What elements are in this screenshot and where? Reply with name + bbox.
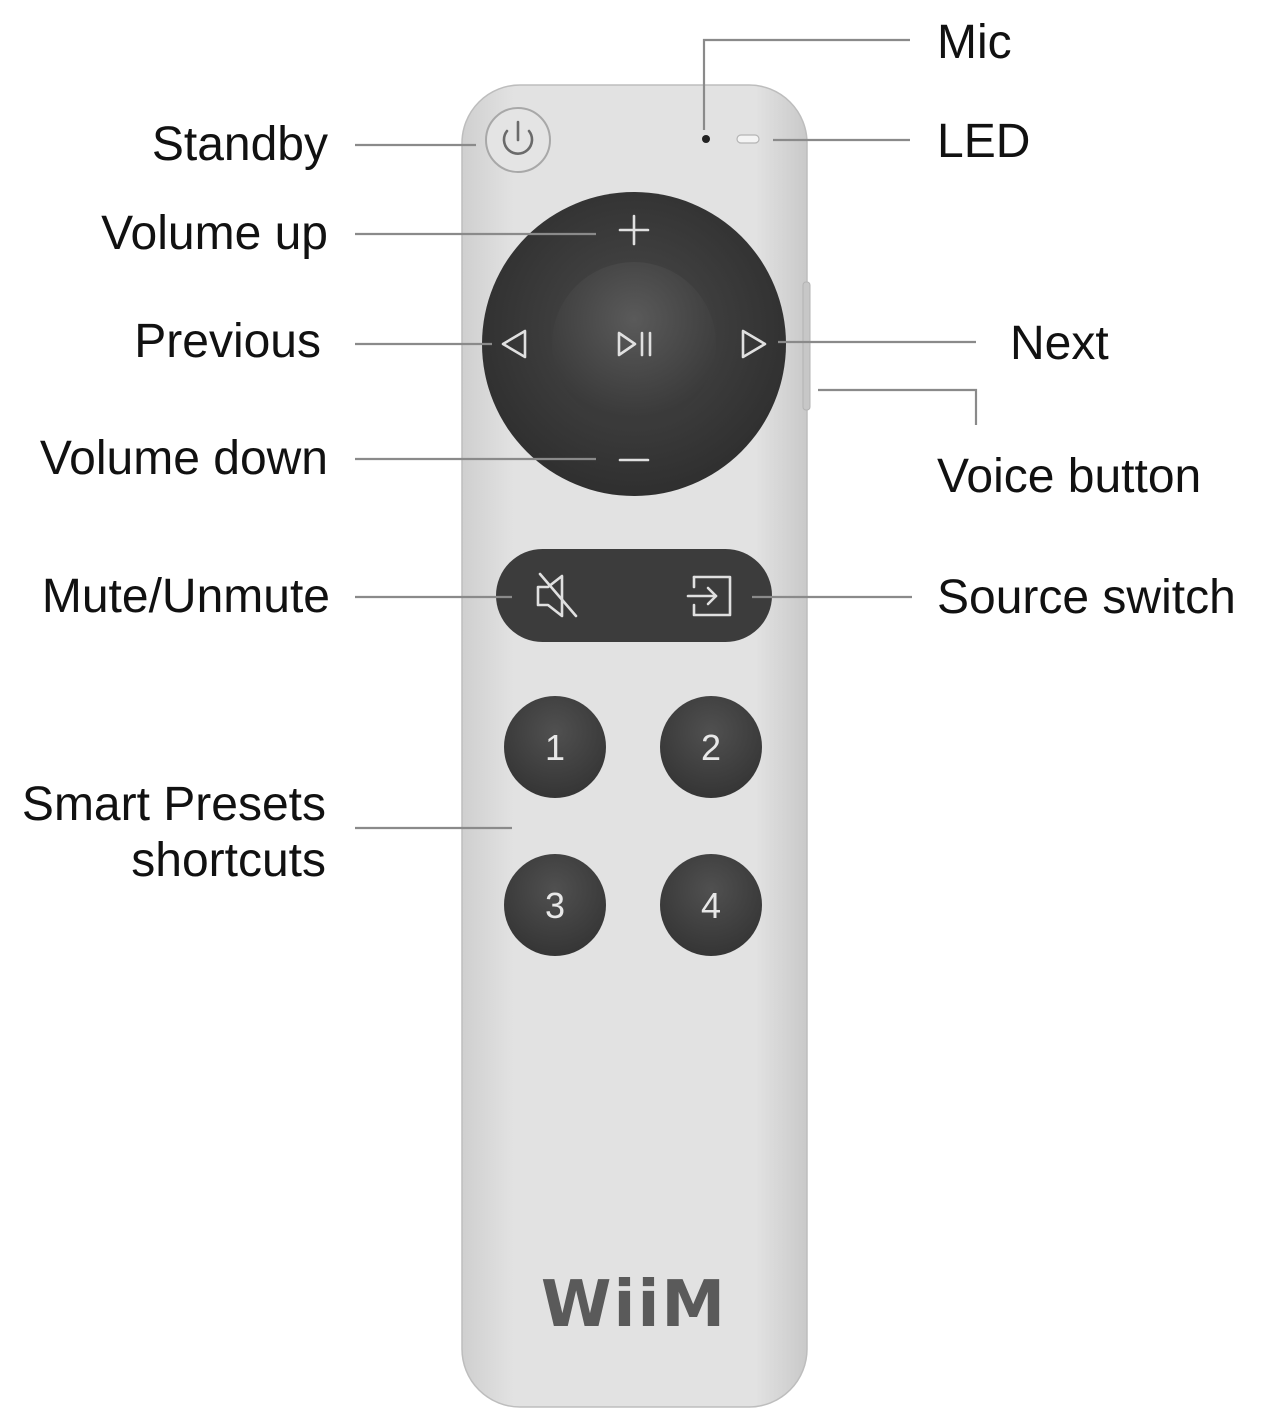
- preset-keys: 1 2 3 4: [504, 696, 762, 956]
- play-pause-icon: [617, 331, 652, 357]
- preset-label-3: 3: [545, 885, 565, 926]
- input-source-icon: [686, 575, 732, 617]
- label-volume-up: Volume up: [101, 207, 328, 260]
- play-pause-button[interactable]: [552, 262, 716, 426]
- preset-label-1: 1: [545, 727, 565, 768]
- previous-button[interactable]: [501, 329, 527, 359]
- triangle-left-icon: [501, 329, 527, 359]
- preset-label-4: 4: [701, 885, 721, 926]
- mute-source-bar: [496, 549, 772, 642]
- triangle-right-icon: [741, 329, 767, 359]
- preset-button-2[interactable]: 2: [660, 696, 762, 798]
- label-source-switch: Source switch: [937, 571, 1236, 624]
- preset-button-3[interactable]: 3: [504, 854, 606, 956]
- preset-label-2: 2: [701, 727, 721, 768]
- callout-labels: Mic Standby LED Volume up Previous Next …: [22, 16, 1236, 887]
- leader-voice: [818, 388, 978, 425]
- led-indicator: [736, 134, 760, 144]
- voice-side-button[interactable]: [802, 281, 811, 411]
- mute-button[interactable]: [536, 572, 578, 618]
- label-volume-down: Volume down: [40, 432, 328, 485]
- next-button[interactable]: [741, 329, 767, 359]
- preset-button-1[interactable]: 1: [504, 696, 606, 798]
- label-mute-unmute: Mute/Unmute: [42, 570, 330, 623]
- brand-logo: WiiM: [541, 1268, 727, 1342]
- volume-up-button[interactable]: [618, 214, 650, 246]
- label-smart-presets-line2: shortcuts: [131, 834, 326, 887]
- plus-icon: [618, 214, 650, 246]
- label-standby: Standby: [152, 118, 328, 171]
- source-switch-button[interactable]: [686, 575, 732, 617]
- leader-mic: [702, 38, 910, 130]
- leader-lines: [355, 38, 978, 830]
- mic-hole: [702, 135, 710, 143]
- speaker-mute-icon: [536, 572, 578, 618]
- label-mic: Mic: [937, 16, 1012, 69]
- label-next: Next: [1010, 317, 1109, 370]
- standby-button[interactable]: [485, 107, 551, 173]
- preset-button-4[interactable]: 4: [660, 854, 762, 956]
- power-icon: [502, 120, 534, 155]
- label-voice-button: Voice button: [937, 450, 1201, 503]
- label-smart-presets-line1: Smart Presets: [22, 778, 326, 831]
- label-led: LED: [937, 115, 1030, 168]
- label-previous: Previous: [134, 315, 321, 368]
